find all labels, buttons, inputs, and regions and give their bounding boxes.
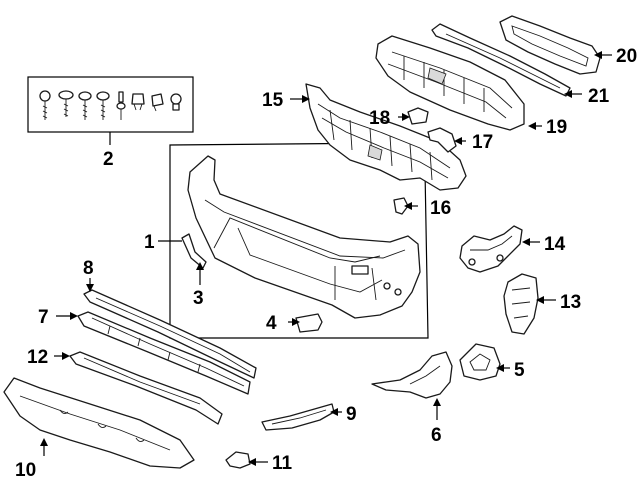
callout-3: 3 — [193, 288, 204, 309]
callout-19: 19 — [546, 117, 567, 138]
callout-4: 4 — [266, 313, 277, 334]
bracket-13: 13 — [503, 273, 581, 335]
callout-2: 2 — [103, 149, 114, 170]
callout-12: 12 — [27, 347, 48, 368]
bracket-17: 17 — [427, 127, 493, 153]
side-trim-6: 6 — [371, 351, 453, 446]
reinforcement-15: 15 — [262, 83, 467, 191]
callout-20: 20 — [616, 46, 637, 67]
clip-16: 16 — [393, 197, 451, 219]
grille-19: 19 — [375, 35, 567, 138]
callout-8: 8 — [83, 258, 94, 279]
callout-11: 11 — [272, 453, 293, 474]
bumper-cover — [187, 155, 421, 319]
fastener-kit-box — [27, 76, 194, 133]
fastener-kit-group: 2 — [27, 76, 194, 170]
clip-11: 11 — [225, 451, 293, 474]
callout-15: 15 — [262, 90, 284, 111]
seal-strip-21: 21 — [431, 23, 610, 107]
trim-ring-5: 5 — [459, 343, 525, 381]
part-4-plug: 4 — [266, 313, 323, 334]
callout-1: 1 — [144, 232, 155, 253]
fastener-screws — [39, 90, 182, 120]
callout-17: 17 — [472, 132, 493, 153]
callout-14: 14 — [544, 234, 566, 255]
callout-16: 16 — [430, 198, 451, 219]
bracket-14: 14 — [459, 225, 566, 273]
strip-7: 7 — [38, 307, 251, 395]
callout-21: 21 — [588, 86, 610, 107]
strip-8: 8 — [83, 258, 257, 379]
splash-shield-10: 10 — [3, 377, 195, 480]
bracket-18: 18 — [369, 107, 429, 129]
callout-10: 10 — [15, 460, 36, 480]
callout-9: 9 — [346, 404, 357, 425]
callout-13: 13 — [560, 292, 581, 313]
grille-frame-20: 20 — [499, 15, 637, 75]
callout-6: 6 — [431, 425, 442, 446]
callout-7: 7 — [38, 307, 49, 328]
callout-5: 5 — [514, 360, 525, 381]
callout-18: 18 — [369, 108, 390, 129]
clip-bracket: 3 — [181, 233, 207, 309]
molding-9: 9 — [261, 403, 357, 431]
strip-12: 12 — [27, 347, 223, 425]
